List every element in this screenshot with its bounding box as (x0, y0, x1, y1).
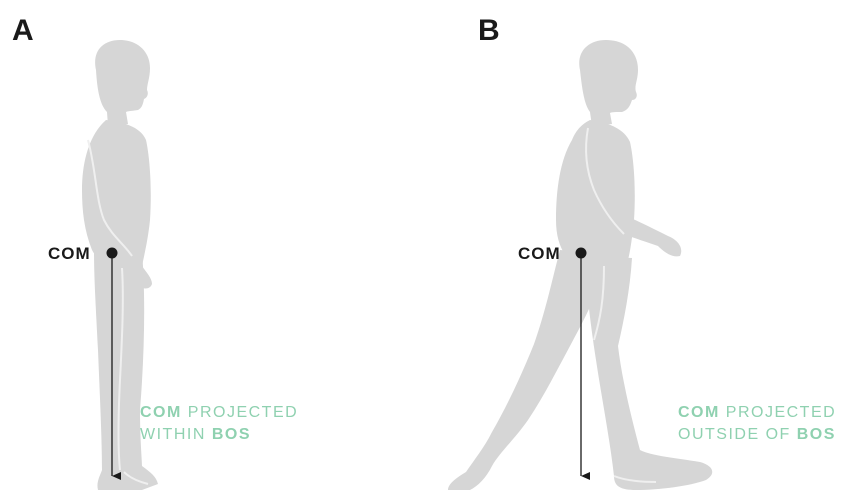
walking-figure (448, 40, 712, 490)
caption-b-line1: COM PROJECTED (678, 402, 836, 424)
caption-a-com: COM (140, 404, 182, 421)
com-dot-b (576, 248, 587, 259)
caption-b-outside: OUTSIDE OF (678, 426, 797, 443)
caption-a-line1: COM PROJECTED (140, 402, 298, 424)
caption-b: COM PROJECTED OUTSIDE OF BOS (678, 402, 836, 446)
caption-b-line2: OUTSIDE OF BOS (678, 424, 836, 446)
caption-b-projected: PROJECTED (720, 404, 836, 421)
caption-b-bos: BOS (797, 426, 836, 443)
com-dot-a (107, 248, 118, 259)
com-label-b: COM (518, 244, 561, 264)
panel-label-b: B (478, 14, 500, 48)
caption-a: COM PROJECTED WITHIN BOS (140, 402, 298, 446)
caption-a-line2: WITHIN BOS (140, 424, 298, 446)
com-label-a: COM (48, 244, 91, 264)
caption-a-within: WITHIN (140, 426, 212, 443)
panel-label-a: A (12, 14, 34, 48)
caption-a-bos: BOS (212, 426, 251, 443)
caption-b-com: COM (678, 404, 720, 421)
caption-a-projected: PROJECTED (182, 404, 298, 421)
